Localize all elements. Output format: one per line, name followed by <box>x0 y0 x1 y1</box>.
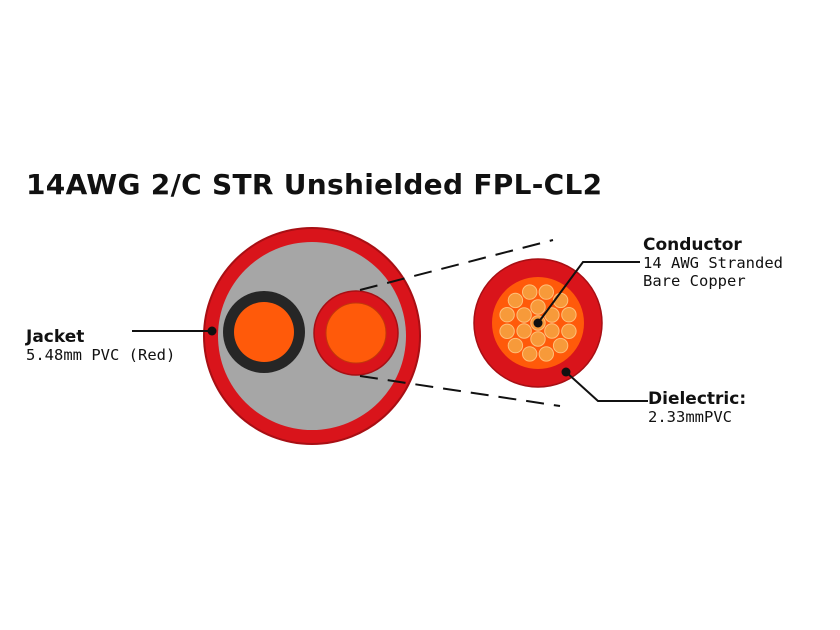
dielectric-label-head: Dielectric: <box>648 389 747 409</box>
copper-strand <box>530 299 546 315</box>
copper-strand <box>522 284 538 300</box>
copper-strand <box>499 307 515 323</box>
copper-strand <box>516 323 532 339</box>
copper-strand <box>507 292 524 309</box>
left-conductor-core <box>234 302 294 362</box>
jacket-label-head: Jacket <box>26 327 85 347</box>
dielectric-label-spec: 2.33mmPVC <box>648 408 732 426</box>
conductor-label-material: Bare Copper <box>643 272 746 290</box>
copper-strand <box>507 337 524 354</box>
copper-strands <box>499 284 577 362</box>
copper-strand <box>561 307 577 323</box>
copper-strand <box>544 323 560 339</box>
conductor-leader-dot <box>533 318 543 328</box>
copper-strand <box>538 284 554 300</box>
copper-strand <box>499 323 515 339</box>
copper-strand <box>552 337 569 354</box>
conductor-leader-line <box>537 261 640 324</box>
diagram-title: 14AWG 2/C STR Unshielded FPL-CL2 <box>26 168 603 201</box>
dielectric-label: Dielectric: 2.33mmPVC <box>648 390 746 426</box>
jacket-label-spec: 5.48mm PVC (Red) <box>26 346 176 364</box>
conductor-label: Conductor 14 AWG Stranded Bare Copper <box>643 236 783 290</box>
cable-filler <box>218 242 406 430</box>
dielectric-leader-line <box>565 371 648 402</box>
copper-strand <box>561 323 577 339</box>
jacket-label: Jacket 5.48mm PVC (Red) <box>26 328 175 364</box>
zoom-line-bottom <box>359 375 561 407</box>
right-conductor-core <box>325 302 387 364</box>
conductor-label-gauge: 14 AWG Stranded <box>643 254 783 272</box>
jacket-leader-dot <box>207 326 217 336</box>
dielectric-leader-dot <box>561 367 571 377</box>
copper-strand <box>522 346 538 362</box>
copper-strand <box>516 307 532 323</box>
copper-strand <box>538 346 554 362</box>
conductor-label-head: Conductor <box>643 235 742 255</box>
zoom-line-top <box>359 239 554 291</box>
copper-strand <box>530 331 546 347</box>
